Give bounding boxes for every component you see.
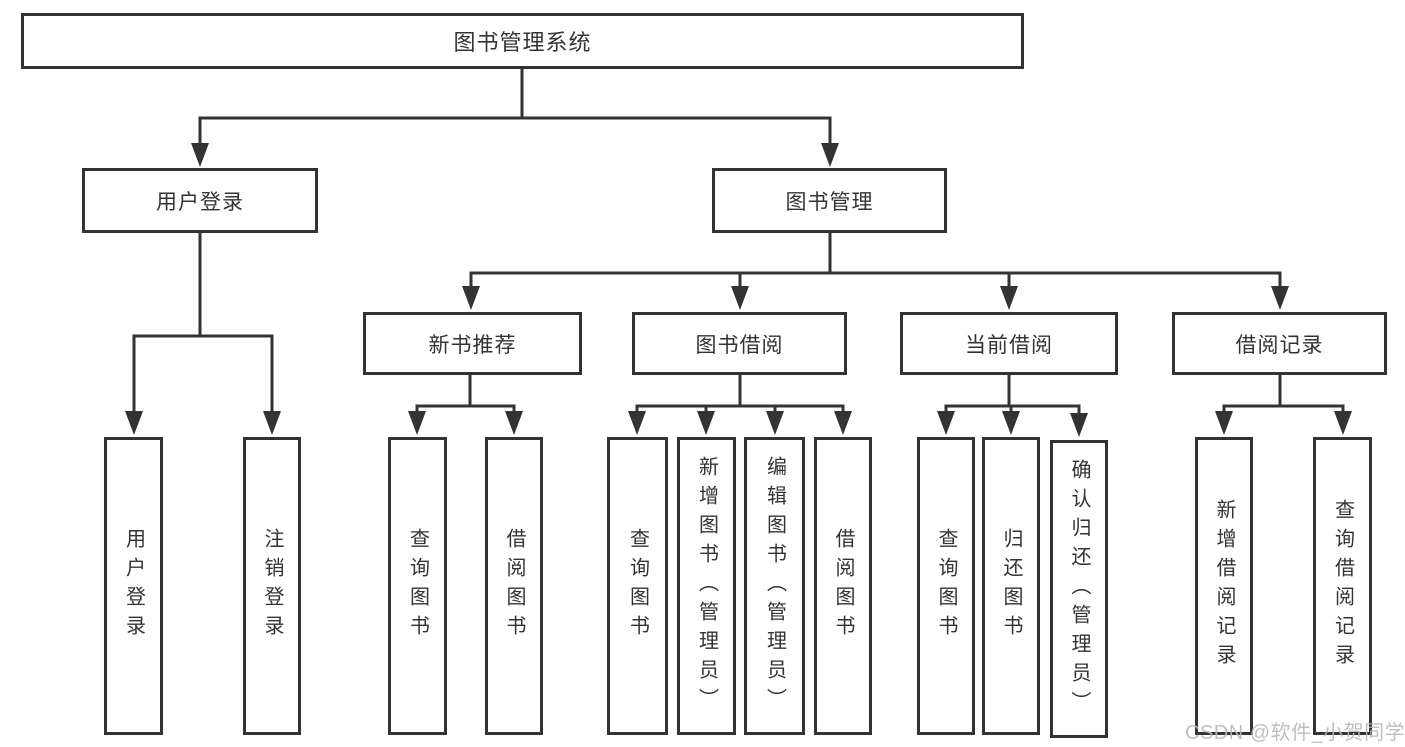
leaf-user-login: 用户登录 <box>104 437 163 735</box>
leaf-add-books-admin: 新增图书（管理员） <box>677 437 736 735</box>
leaf-borrow-books-borrowing: 借阅图书 <box>814 437 872 735</box>
leaf-label: 新增图书（管理员） <box>695 455 718 717</box>
leaf-confirm-return-admin: 确认归还（管理员） <box>1050 440 1108 738</box>
leaf-label: 查询图书 <box>935 528 957 644</box>
leaf-label: 确认归还（管理员） <box>1068 458 1090 720</box>
leaf-logout: 注销登录 <box>243 437 301 735</box>
node-borrow-records: 借阅记录 <box>1172 312 1387 375</box>
leaf-label: 查询图书 <box>626 528 649 644</box>
leaf-query-books-current: 查询图书 <box>917 437 975 735</box>
node-book-borrowing: 图书借阅 <box>632 312 847 375</box>
node-new-book-recommend: 新书推荐 <box>363 312 582 375</box>
leaf-query-books-borrowing: 查询图书 <box>607 437 668 735</box>
leaf-borrow-books-recommend: 借阅图书 <box>485 437 543 735</box>
leaf-query-books-recommend: 查询图书 <box>388 437 447 735</box>
leaf-return-books: 归还图书 <box>982 437 1040 735</box>
leaf-label: 编辑图书（管理员） <box>763 455 786 717</box>
leaf-label: 注销登录 <box>261 528 283 644</box>
leaf-query-borrow-record: 查询借阅记录 <box>1313 437 1372 735</box>
leaf-label: 查询图书 <box>406 528 429 644</box>
leaf-label: 借阅图书 <box>832 528 854 644</box>
csdn-watermark: CSDN @软件_小贺同学 <box>1185 722 1405 744</box>
leaf-label: 新增借阅记录 <box>1213 499 1235 673</box>
leaf-label: 归还图书 <box>1000 528 1022 644</box>
node-library-system: 图书管理系统 <box>21 13 1024 69</box>
leaf-label: 用户登录 <box>122 528 145 644</box>
node-book-management: 图书管理 <box>712 168 947 233</box>
node-current-borrowing: 当前借阅 <box>900 312 1118 375</box>
leaf-label: 查询借阅记录 <box>1331 499 1354 673</box>
leaf-label: 借阅图书 <box>503 528 525 644</box>
leaf-edit-books-admin: 编辑图书（管理员） <box>744 437 805 735</box>
node-user-login: 用户登录 <box>82 168 318 233</box>
leaf-add-borrow-record: 新增借阅记录 <box>1195 437 1253 735</box>
